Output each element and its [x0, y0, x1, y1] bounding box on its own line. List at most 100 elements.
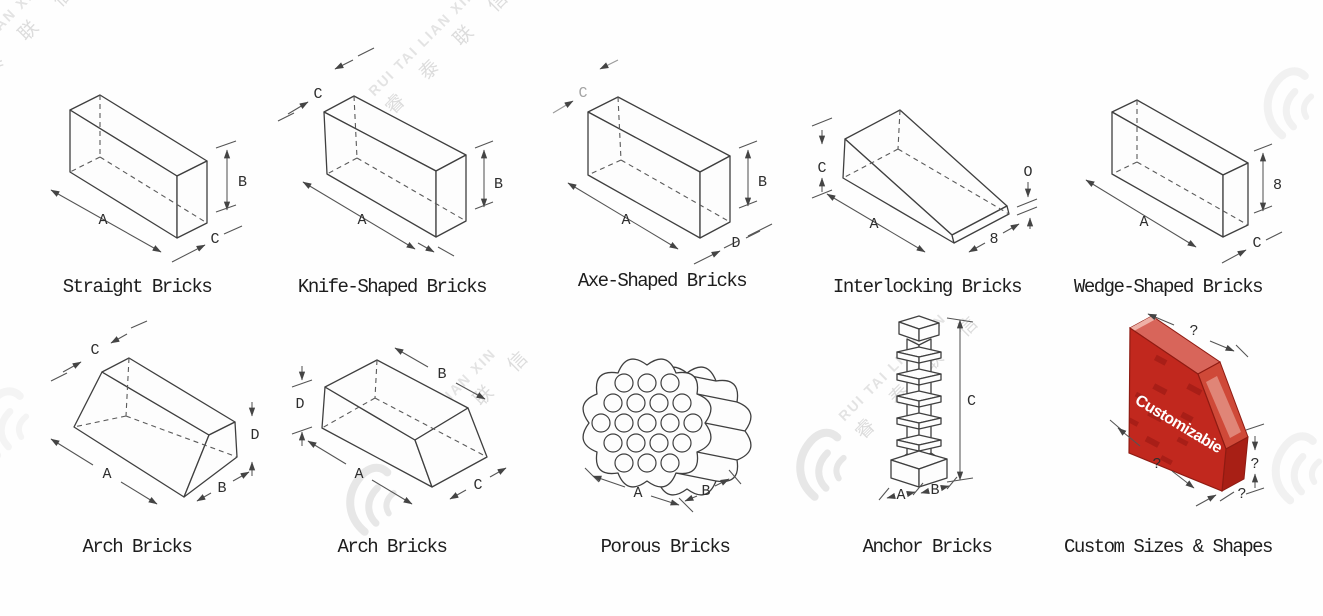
figure-cell-custom-sizes-shapes: Customizabie ? ? ? ? [1036, 308, 1300, 616]
figure-cell-straight-bricks: A B C Straight Bricks [5, 0, 269, 308]
flange [896, 390, 942, 408]
dimension-depth: C [1221, 231, 1283, 264]
arch-brick-drawing: D B A C [291, 347, 507, 505]
dimension-depth: C [171, 225, 243, 263]
dimension-depth: B [684, 469, 742, 502]
dim-label-a: A [102, 466, 111, 483]
dimension-height: B [738, 140, 767, 209]
dim-label-d: O [1023, 164, 1032, 181]
figure-cell-interlocking-bricks: C A 8 O Interlocking Bricks [795, 0, 1059, 308]
dim-label-c: C [210, 231, 219, 248]
dimension-height: ? [1245, 423, 1265, 495]
dimension-corner-arrow [417, 242, 455, 257]
flange [896, 346, 942, 364]
dim-label-c: C [817, 160, 826, 177]
dim-label-c: C [967, 393, 976, 410]
dim-label-b: B [494, 176, 503, 193]
dim-label-a: A [1139, 214, 1148, 231]
dim-label-length: ? [1152, 456, 1161, 473]
dimension-length: A [1085, 179, 1197, 248]
dim-label-c: C [1252, 235, 1261, 252]
dim-label-c: C [578, 85, 587, 102]
brick-outline [587, 96, 731, 239]
figure-caption: Anchor Bricks [862, 536, 993, 558]
dimension-length: A [50, 438, 158, 505]
figure-cell-knife-shaped-bricks: C A B Knife-Shaped Bricks [260, 0, 524, 308]
dim-label-b: 8 [1273, 177, 1282, 194]
dimension-length: A [50, 189, 162, 253]
dim-label-d: D [250, 427, 259, 444]
dim-label-a: A [869, 216, 878, 233]
dimension-length: A [567, 182, 679, 250]
dim-label-a: A [896, 487, 905, 504]
brick-outline [73, 357, 238, 498]
dim-label-d: D [295, 396, 304, 413]
brick-holes [591, 373, 703, 473]
dim-label-b: 8 [989, 231, 998, 248]
porous-brick-drawing: A B [582, 358, 752, 513]
figure-caption: Straight Bricks [62, 276, 213, 298]
dimension-height: B [215, 140, 247, 213]
figure-cell-arch-bricks-1: C A B D Arch Bricks [5, 308, 269, 616]
dim-label-b: B [238, 174, 247, 191]
dimension-height: B [474, 140, 503, 210]
interlocking-brick-drawing: C A 8 O [811, 109, 1038, 253]
dimension-left-height: D [291, 366, 313, 446]
dimension-width: B [196, 471, 250, 502]
dimension-height: D [248, 402, 260, 476]
dim-label-c: C [90, 342, 99, 359]
dimension-top: C [50, 320, 148, 382]
figure-cell-arch-bricks-2: D B A C Arch Bricks [260, 308, 524, 616]
dimension-width: A [584, 467, 694, 513]
figure-caption: Custom Sizes & Shapes [1064, 536, 1273, 558]
dim-label-a: A [98, 212, 107, 229]
dimension-height: 8 [1253, 143, 1282, 214]
brick-outline [321, 359, 488, 488]
straight-brick-drawing: A B C [50, 94, 247, 263]
dimension-length: ? [1109, 419, 1195, 489]
flange [896, 434, 942, 452]
flange [896, 412, 942, 430]
figure-cell-axe-shaped-bricks: C A B D Axe-Shaped Bricks [530, 0, 794, 308]
dimension-bottom-width: C [449, 467, 507, 500]
dimension-height: C [946, 317, 976, 483]
brick-outline [1111, 99, 1249, 238]
dimension-width: A [878, 482, 924, 504]
dimension-top-width: B [394, 347, 486, 400]
dim-label-a: A [633, 485, 642, 502]
brick-outline [323, 95, 467, 238]
dim-label-c: C [313, 86, 322, 103]
figure-caption: Porous Bricks [600, 536, 731, 558]
dimension-depth: B [920, 476, 958, 499]
dim-label-top: ? [1189, 323, 1198, 340]
dimension-top-depth: C [552, 59, 619, 114]
brick-outline [890, 315, 948, 488]
dimension-bottom-depth: D [693, 223, 773, 265]
dim-label-height: ? [1250, 456, 1259, 473]
red-brick: Customizabie [1128, 315, 1249, 492]
dim-label-a: A [621, 212, 630, 229]
dim-label-a: A [354, 466, 363, 483]
figure-caption: Arch Bricks [82, 536, 193, 558]
arch-brick-drawing: C A B D [50, 320, 260, 505]
dim-label-c: C [473, 477, 482, 494]
figure-caption: Wedge-Shaped Bricks [1073, 276, 1264, 298]
knife-brick-drawing: C A B [277, 47, 503, 257]
wedge-brick-drawing: A 8 C [1085, 99, 1283, 264]
dim-label-a: A [357, 212, 366, 229]
dim-label-b: B [437, 366, 446, 383]
dimension-top: ? [1147, 313, 1249, 358]
dimension-width: 8 [968, 223, 1020, 253]
dim-label-depth: ? [1237, 486, 1246, 503]
figure-cell-porous-bricks: A B Porous Bricks [533, 308, 797, 616]
dim-label-d: D [731, 235, 740, 252]
dim-label-b: B [758, 174, 767, 191]
figure-caption: Interlocking Bricks [832, 276, 1023, 298]
dimension-thin-end: O [1016, 164, 1038, 229]
axe-brick-drawing: C A B D [552, 59, 773, 265]
brick-outline [69, 94, 208, 239]
dim-label-b: B [701, 483, 710, 500]
custom-brick-drawing: Customizabie ? ? ? ? [1109, 313, 1265, 507]
figure-cell-anchor-bricks: C A B Anchor Bricks [795, 308, 1059, 616]
